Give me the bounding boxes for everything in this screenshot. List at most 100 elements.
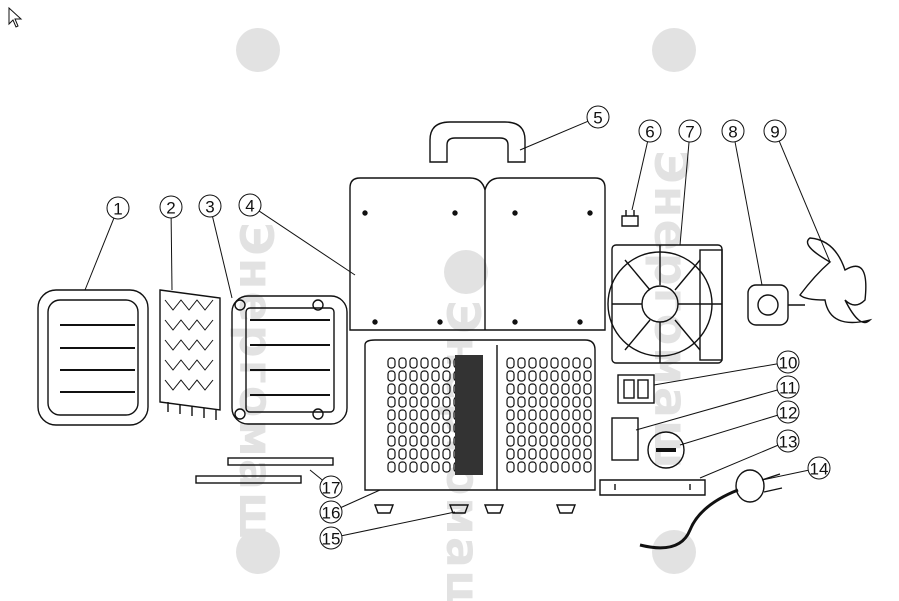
vent-slot bbox=[431, 409, 440, 421]
vent-slot bbox=[442, 448, 451, 460]
vent-slot bbox=[539, 383, 548, 395]
vent-slot bbox=[387, 396, 396, 408]
callout-number: 11 bbox=[779, 379, 797, 398]
vent-slot bbox=[517, 383, 526, 395]
vent-slot bbox=[528, 396, 537, 408]
part-power-plug bbox=[639, 469, 783, 550]
vent-slot bbox=[550, 448, 559, 460]
vent-slot bbox=[583, 435, 592, 447]
vent-slot bbox=[528, 370, 537, 382]
callout-3: 3 bbox=[198, 194, 233, 299]
callout-number: 7 bbox=[685, 123, 694, 142]
vent-slot bbox=[517, 422, 526, 434]
vent-slot bbox=[572, 448, 581, 460]
vent-slot bbox=[431, 396, 440, 408]
vent-slot bbox=[398, 448, 407, 460]
vent-slot bbox=[506, 435, 515, 447]
vent-slot bbox=[442, 370, 451, 382]
vent-slot bbox=[561, 383, 570, 395]
vent-slot bbox=[572, 370, 581, 382]
leader-line bbox=[778, 140, 831, 263]
vent-slot bbox=[539, 396, 548, 408]
leader-line bbox=[761, 469, 809, 481]
part-inner-frame bbox=[231, 295, 348, 425]
vent-slot bbox=[387, 435, 396, 447]
vent-slot bbox=[539, 448, 548, 460]
vent-slot bbox=[583, 448, 592, 460]
part-knob bbox=[647, 431, 685, 469]
leader-line bbox=[258, 210, 356, 276]
callout-number: 9 bbox=[770, 123, 779, 142]
vent-slot bbox=[442, 461, 451, 473]
vent-slot bbox=[420, 383, 429, 395]
vent-slot bbox=[420, 448, 429, 460]
vent-slot bbox=[583, 461, 592, 473]
leader-line bbox=[84, 218, 115, 291]
vent-slot bbox=[387, 409, 396, 421]
vent-slot bbox=[398, 435, 407, 447]
vent-slot bbox=[420, 396, 429, 408]
vent-slot bbox=[420, 409, 429, 421]
vent-slot bbox=[572, 422, 581, 434]
vent-slot bbox=[442, 422, 451, 434]
vent-slot bbox=[409, 435, 418, 447]
vent-slot bbox=[431, 383, 440, 395]
vent-slot bbox=[409, 396, 418, 408]
vent-slot bbox=[517, 461, 526, 473]
callout-number: 15 bbox=[322, 530, 341, 549]
callout-14: 14 bbox=[761, 456, 831, 481]
callout-4: 4 bbox=[238, 193, 356, 276]
vent-slot bbox=[550, 357, 559, 369]
vent-slot bbox=[583, 396, 592, 408]
watermark-logo-icon bbox=[652, 530, 696, 574]
vent-slot bbox=[550, 422, 559, 434]
vent-slot bbox=[550, 461, 559, 473]
callout-circle bbox=[638, 119, 662, 143]
callout-circle bbox=[807, 456, 831, 480]
vent-slot bbox=[561, 409, 570, 421]
vent-slot bbox=[528, 435, 537, 447]
callout-circle bbox=[159, 195, 183, 219]
callout-circle bbox=[106, 196, 130, 220]
callout-6: 6 bbox=[631, 119, 662, 211]
leader-line bbox=[635, 389, 778, 431]
part-fan-blade bbox=[799, 237, 873, 324]
mouse-cursor-icon bbox=[8, 6, 23, 28]
callout-number: 10 bbox=[779, 354, 798, 373]
vent-slot bbox=[550, 370, 559, 382]
part-switch bbox=[617, 374, 655, 404]
vent-slot bbox=[442, 409, 451, 421]
vent-slot bbox=[583, 422, 592, 434]
vent-slot bbox=[420, 422, 429, 434]
watermark-logo-icon bbox=[444, 250, 488, 294]
vent-slot bbox=[387, 383, 396, 395]
vent-slot bbox=[431, 461, 440, 473]
leader-line bbox=[340, 489, 381, 508]
vent-slot bbox=[409, 383, 418, 395]
vent-slot bbox=[398, 357, 407, 369]
vent-slot bbox=[572, 461, 581, 473]
callout-circle bbox=[776, 375, 800, 399]
callout-13: 13 bbox=[699, 429, 800, 479]
callout-number: 5 bbox=[593, 109, 602, 128]
part-feet bbox=[373, 504, 577, 514]
watermark-logo-icon bbox=[236, 530, 280, 574]
leader-line bbox=[653, 363, 778, 386]
leader-line bbox=[734, 141, 763, 286]
leader-line bbox=[212, 216, 233, 299]
vent-slot bbox=[409, 370, 418, 382]
callout-11: 11 bbox=[635, 375, 800, 431]
leader-line bbox=[309, 469, 323, 481]
vent-slot bbox=[431, 448, 440, 460]
part-top-housing bbox=[349, 177, 606, 331]
callout-circle bbox=[198, 194, 222, 218]
vent-slot bbox=[583, 357, 592, 369]
callout-number: 12 bbox=[779, 404, 798, 423]
callout-circle bbox=[238, 193, 262, 217]
callout-circle bbox=[763, 119, 787, 143]
part-motor bbox=[747, 284, 805, 326]
vent-slot bbox=[398, 409, 407, 421]
vent-slot bbox=[409, 422, 418, 434]
callout-circle bbox=[678, 119, 702, 143]
